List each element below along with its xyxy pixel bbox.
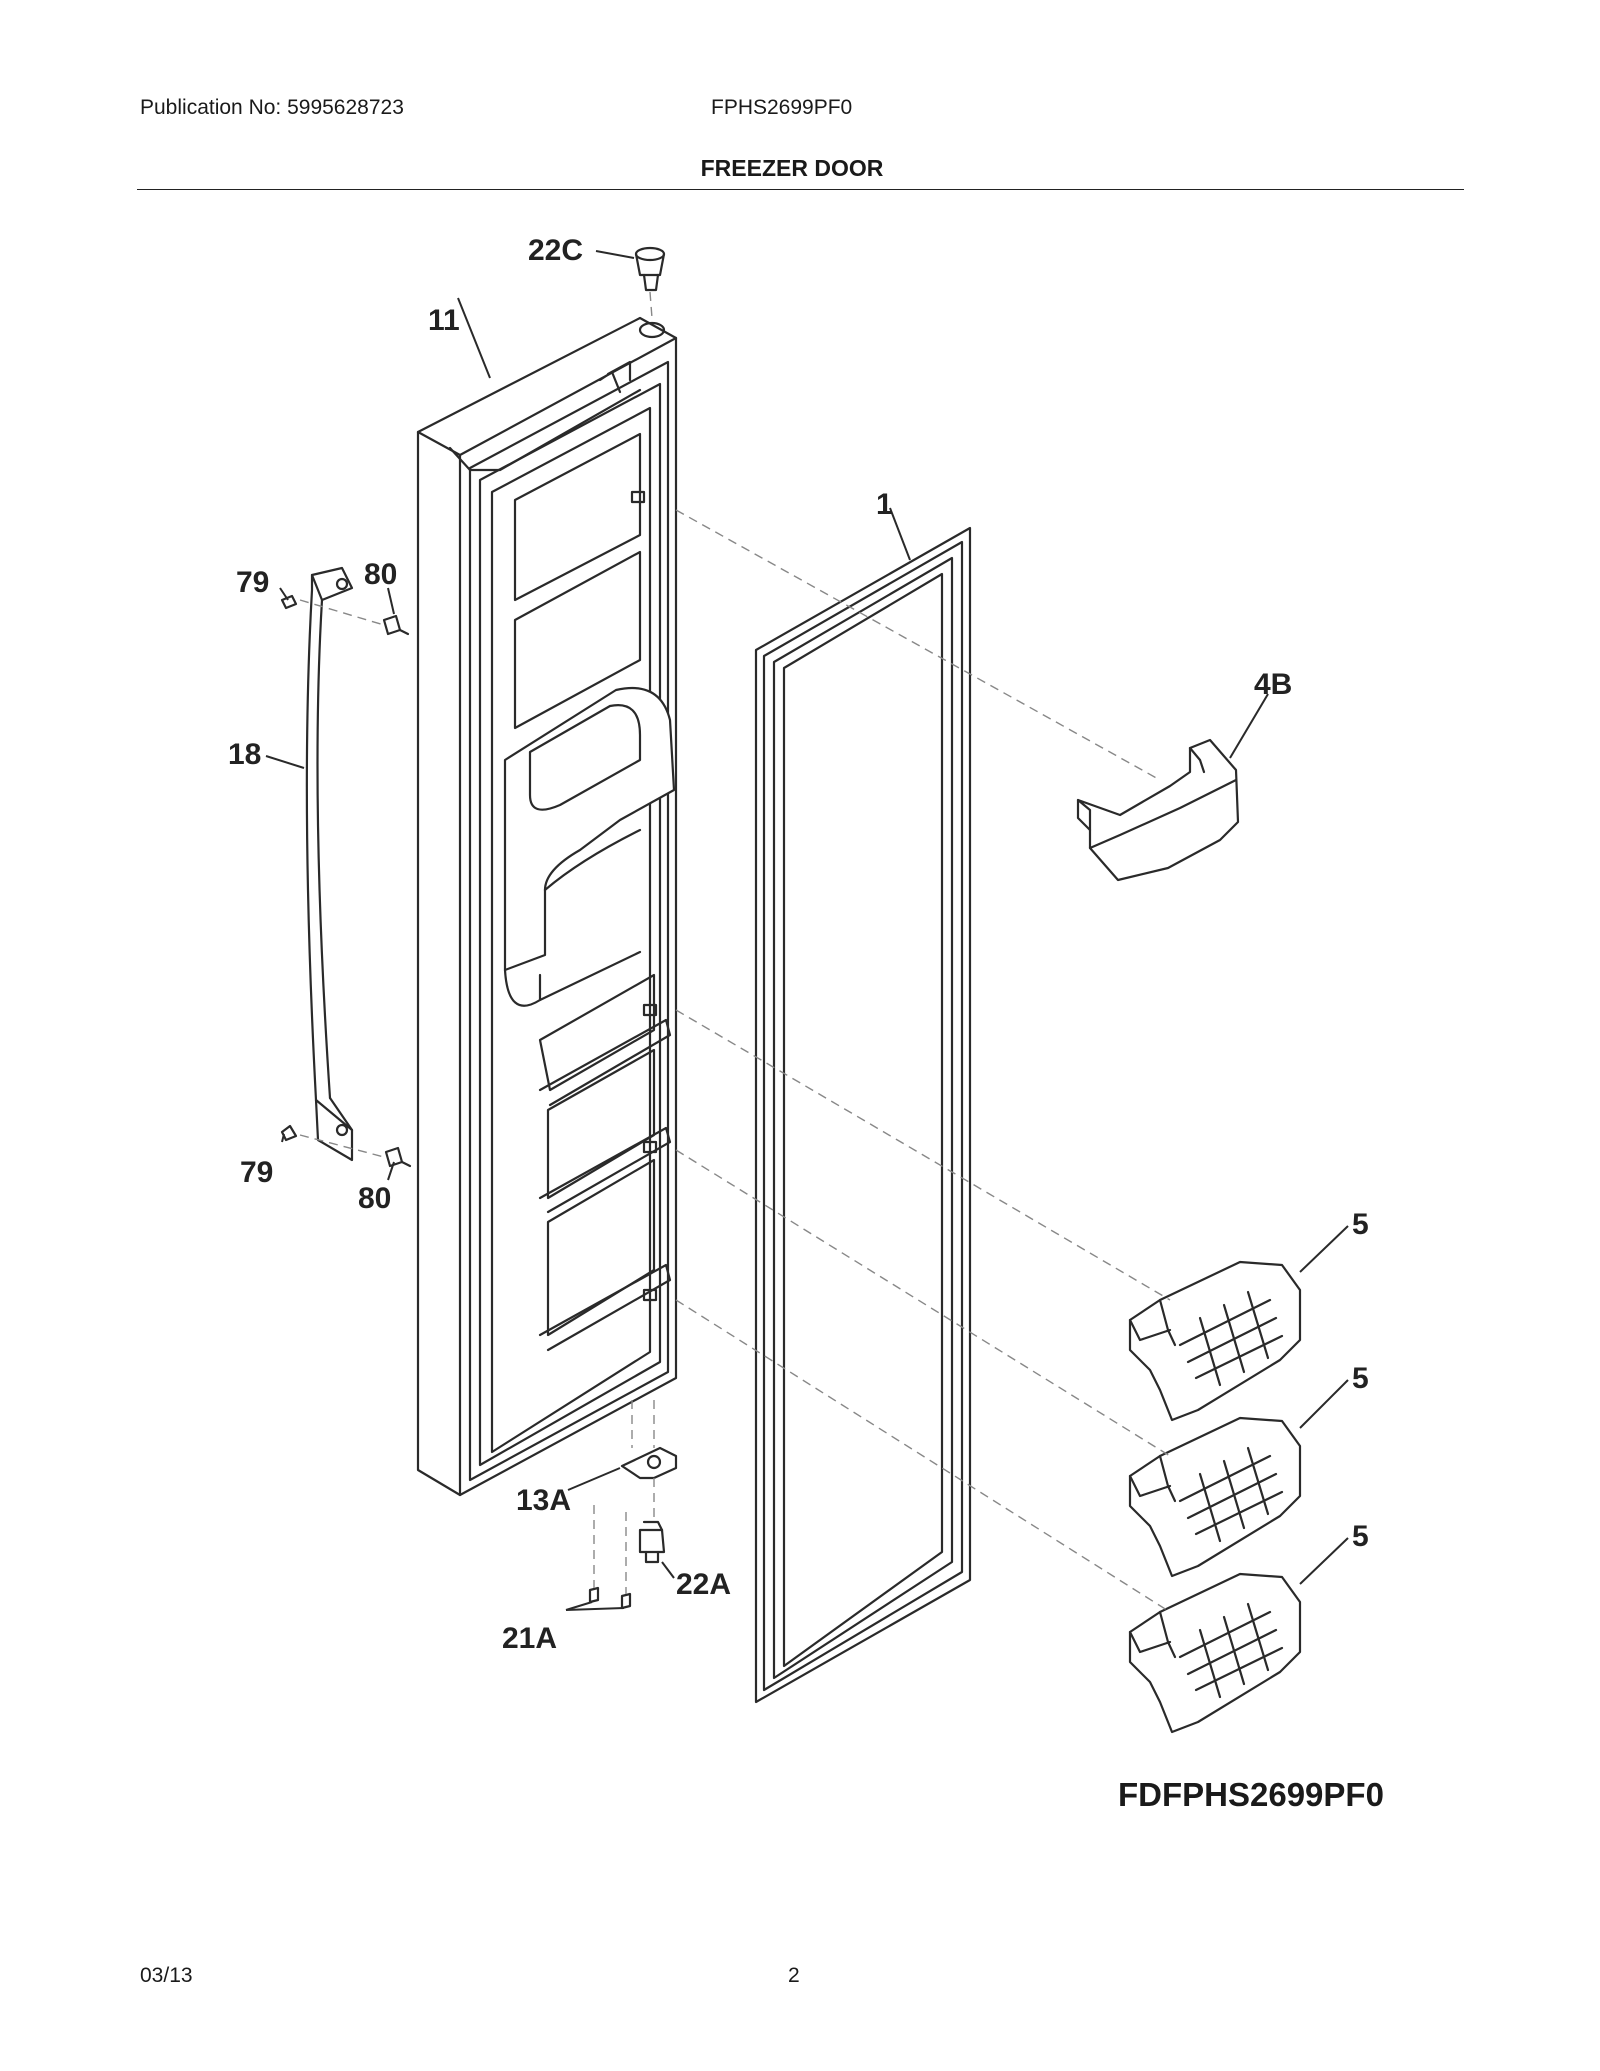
callout-5-top: 5 — [1352, 1208, 1369, 1241]
door-gasket — [754, 526, 972, 1704]
callout-80-top: 80 — [364, 558, 397, 591]
fastener-80-bottom — [384, 1146, 412, 1168]
publication-number: Publication No: 5995628723 — [140, 96, 404, 119]
callout-13a: 13A — [516, 1484, 571, 1517]
callout-22c: 22C — [528, 234, 583, 267]
callout-11: 11 — [428, 304, 460, 337]
hinge-pin-22a — [638, 1520, 666, 1564]
leader-lines — [265, 250, 1349, 1611]
door-handle — [305, 566, 354, 1162]
hinge-bracket-13a — [620, 1446, 678, 1480]
callout-5-bottom: 5 — [1352, 1520, 1369, 1553]
screw-79-top — [280, 594, 298, 610]
model-number: FPHS2699PF0 — [711, 96, 853, 119]
header-rule — [137, 189, 1464, 190]
callout-4b: 4B — [1254, 668, 1292, 701]
callout-22a: 22A — [676, 1568, 731, 1601]
page-title: FREEZER DOOR — [700, 155, 884, 181]
door-assembly — [416, 316, 678, 1497]
callout-1: 1 — [876, 488, 893, 521]
figure-code: FDFPHS2699PF0 — [1118, 1776, 1384, 1813]
callout-5-middle: 5 — [1352, 1362, 1369, 1395]
fastener-80-top — [382, 614, 410, 636]
callout-79-top: 79 — [236, 566, 269, 599]
callout-80-bottom: 80 — [358, 1182, 391, 1215]
page-number: 2 — [788, 1964, 800, 1987]
screws-21a — [588, 1586, 632, 1610]
wire-basket-1 — [1128, 1260, 1302, 1422]
door-bin-4b — [1076, 738, 1240, 882]
screw-79-bottom — [280, 1124, 298, 1142]
wire-basket-3 — [1128, 1572, 1302, 1734]
footer-date: 03/13 — [140, 1964, 193, 1987]
callout-79-bottom: 79 — [240, 1156, 273, 1189]
callout-21a: 21A — [502, 1622, 557, 1655]
cap-22c — [634, 246, 666, 292]
wire-basket-2 — [1128, 1416, 1302, 1578]
callout-18: 18 — [228, 738, 261, 771]
alignment-lines — [299, 291, 1171, 1613]
